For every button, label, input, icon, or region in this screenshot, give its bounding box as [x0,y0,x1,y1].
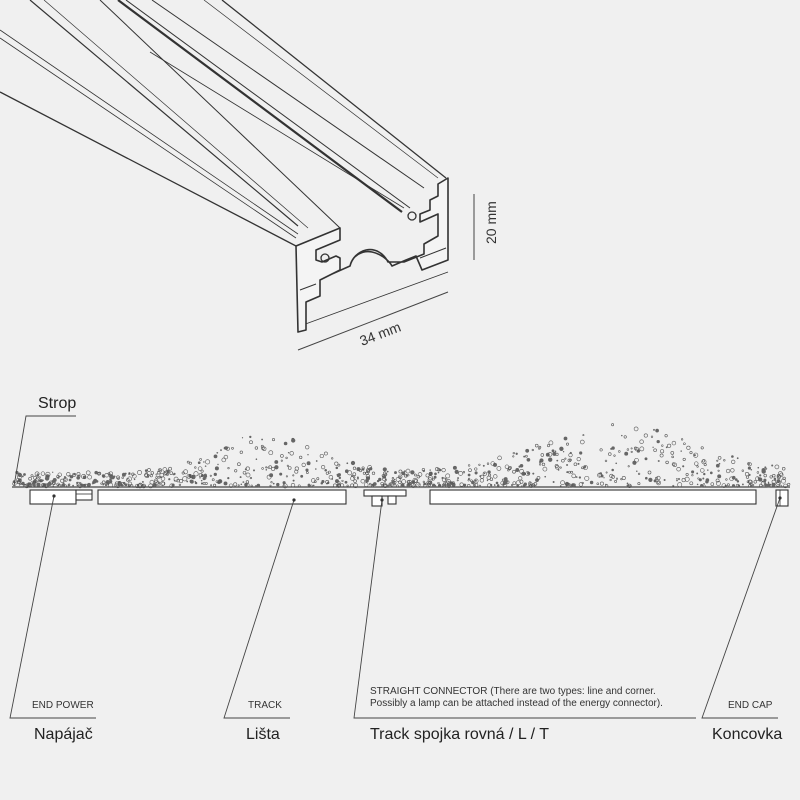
track-name: Lišta [246,726,280,743]
components-strip [29,489,789,507]
track-part-right [429,489,757,505]
connector-caption-line1: STRAIGHT CONNECTOR (There are two types:… [370,686,656,697]
dimension-markers [297,194,475,351]
track-leader [223,499,295,719]
ceiling [12,423,791,489]
height-dimension-label: 20 mm [483,201,499,244]
end-power-part [29,489,93,505]
width-dimension-line [297,291,449,351]
end-power-leader [9,495,96,719]
end-cap-caption: END CAP [728,700,773,711]
track-caption: TRACK [248,700,282,711]
leader-lines [9,495,781,719]
ceiling-label: Strop [38,395,76,412]
end-power-name: Napájač [34,726,93,743]
connector-leader [353,499,696,719]
ceiling-texture [12,423,791,489]
track-part-left [97,489,347,505]
end-cap-name: Koncovka [712,726,782,743]
ceiling-leader [13,415,76,487]
connector-caption-line2: Possibly a lamp can be attached instead … [370,698,663,709]
straight-connector-part [363,489,407,507]
width-dimension-label: 34 mm [357,319,403,349]
profile-end-face [295,177,449,333]
track-profile-3d [0,0,449,333]
end-power-caption: END POWER [32,700,94,711]
connector-name: Track spojka rovná / L / T [370,726,549,743]
end-cap-leader [701,497,781,719]
